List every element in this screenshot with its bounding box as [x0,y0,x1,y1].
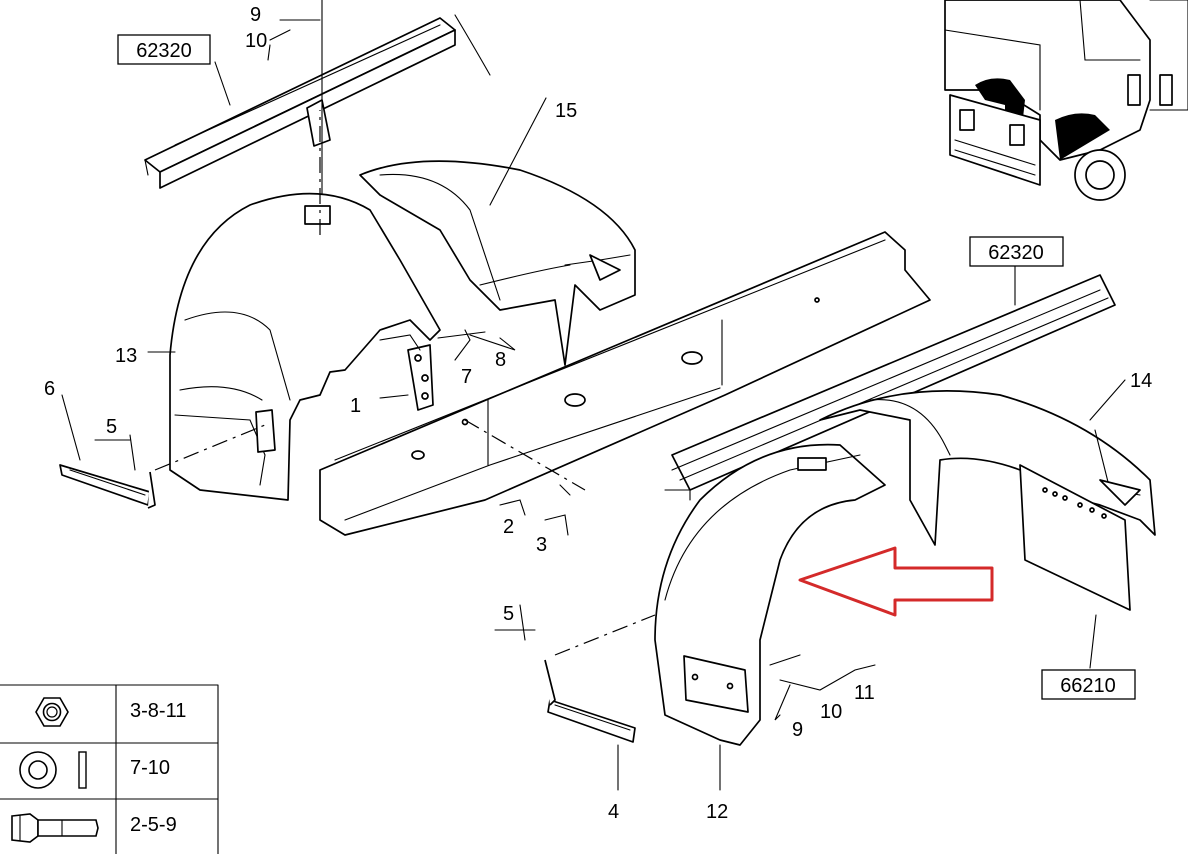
highlight-arrow [798,546,994,617]
reference-box-mudflap: 66210 [1041,669,1136,700]
bolt-icon [11,813,99,843]
alignment-lines [154,110,656,656]
callout-5-right: 5 [503,603,514,625]
legend-label-washer: 7-10 [130,757,170,779]
fender-13 [169,192,441,501]
bracket-1 [379,334,434,411]
callout-7: 7 [461,366,472,388]
reference-box-top: 62320 [117,34,211,65]
top-bracket [267,0,331,231]
callout-9-top: 9 [250,4,261,26]
callout-1: 1 [350,395,361,417]
fender-14 [819,390,1156,546]
callout-8: 8 [495,349,506,371]
reference-box-right: 62320 [969,236,1064,267]
callout-9-bottom: 9 [792,719,803,741]
legend-label-nut: 3-8-11 [130,700,186,722]
washer-icon [19,751,87,789]
leader-lines [61,61,1126,791]
bracket-6 [59,464,156,509]
truck-inset [944,0,1188,201]
center-frame-member [319,231,931,536]
callout-10-top: 10 [245,30,267,52]
fender-15 [359,160,636,366]
callout-14: 14 [1130,370,1152,392]
callout-6: 6 [44,378,55,400]
bracket-4 [544,659,636,743]
nut-icon [35,697,69,727]
reference-66210: 66210 [1060,675,1116,697]
callouts: 9 10 15 13 6 5 1 7 8 2 3 14 5 4 12 9 10 … [44,4,1152,823]
callout-10-bottom: 10 [820,701,842,723]
callout-3: 3 [536,534,547,556]
callout-11: 11 [854,682,875,704]
mudflap [1019,464,1131,611]
fender-12 [654,443,886,746]
fastener-legend: 3-8-11 7-10 2-5-9 [0,684,219,854]
reference-62320-top: 62320 [136,40,192,62]
callout-13: 13 [115,345,137,367]
callout-12: 12 [706,801,728,823]
callout-4: 4 [608,801,619,823]
callout-5-left: 5 [106,416,117,438]
lower-frame-rail [664,274,1116,501]
reference-62320-right: 62320 [988,242,1044,264]
legend-label-bolt: 2-5-9 [130,814,177,836]
callout-15: 15 [555,100,577,122]
callout-2: 2 [503,516,514,538]
